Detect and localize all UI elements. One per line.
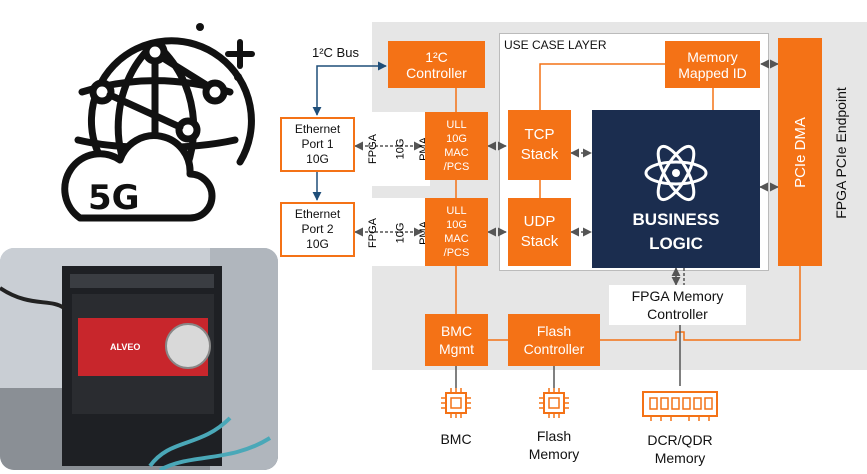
flash-controller: Flash Controller bbox=[508, 314, 600, 366]
mac-1-line1: ULL bbox=[446, 119, 467, 131]
ethernet-port-2: Ethernet Port 2 10G bbox=[280, 202, 355, 257]
mac-2-line4: /PCS bbox=[443, 247, 470, 259]
flash-controller-line2: Controller bbox=[523, 341, 585, 357]
fpga-memory-controller-line1: FPGA Memory bbox=[631, 288, 724, 304]
flash-memory-line1: Flash bbox=[536, 428, 572, 444]
dcr-qdr-memory-line2: Memory bbox=[654, 450, 706, 466]
i2c-bus-label: 1²C Bus bbox=[312, 45, 359, 60]
pma-1-fpga: FPGA bbox=[366, 134, 379, 164]
udp-stack: UDP Stack bbox=[508, 198, 571, 266]
flash-memory-line2: Memory bbox=[528, 446, 580, 462]
i2c-controller-line1: 1²C bbox=[425, 48, 448, 65]
flash-chip-icon bbox=[539, 388, 569, 418]
atom-icon bbox=[644, 144, 708, 202]
ethernet-port-2-line1: Ethernet bbox=[294, 207, 341, 221]
bmc-chip-icon bbox=[441, 388, 471, 418]
bmc-mgmt: BMC Mgmt bbox=[425, 314, 488, 366]
tcp-stack-line2: Stack bbox=[520, 146, 559, 163]
fpga-pcie-endpoint: FPGA PCIe Endpoint bbox=[826, 40, 856, 266]
bmc-mgmt-line2: Mgmt bbox=[439, 341, 474, 357]
mac-1-line4: /PCS bbox=[443, 161, 470, 173]
dcr-qdr-memory-label: DCR/QDR Memory bbox=[630, 431, 730, 467]
pma-1-10g: 10G bbox=[394, 138, 407, 160]
mac-1-line3: MAC bbox=[444, 147, 469, 159]
pcie-dma: PCIe DMA bbox=[778, 38, 822, 266]
ethernet-port-1: Ethernet Port 1 10G bbox=[280, 117, 355, 172]
use-case-layer-label: USE CASE LAYER bbox=[504, 38, 607, 52]
bmc-mgmt-line1: BMC bbox=[440, 323, 473, 339]
ethernet-port-2-line3: 10G bbox=[306, 237, 329, 251]
fpga-pcie-endpoint-label: FPGA PCIe Endpoint bbox=[833, 87, 849, 219]
i2c-controller-line2: Controller bbox=[406, 64, 467, 81]
pma-label-1: FPGA 10G PMA bbox=[367, 124, 431, 174]
pma-label-2: FPGA 10G PMA bbox=[367, 208, 431, 258]
business-logic-line1: BUSINESS bbox=[632, 210, 720, 229]
fpga-memory-controller: FPGA Memory Controller bbox=[609, 285, 746, 325]
pma-2-10g: 10G bbox=[394, 222, 407, 244]
business-logic bbox=[592, 110, 760, 268]
business-logic-text: BUSINESS LOGIC bbox=[592, 208, 760, 256]
ram-module-icon bbox=[642, 391, 718, 421]
dcr-qdr-memory-line1: DCR/QDR bbox=[647, 432, 713, 448]
udp-stack-line2: Stack bbox=[520, 233, 559, 250]
udp-stack-line1: UDP bbox=[523, 213, 556, 230]
flash-memory-label: Flash Memory bbox=[519, 427, 589, 463]
ethernet-port-2-line2: Port 2 bbox=[301, 222, 334, 236]
mac-1-line2: 10G bbox=[446, 133, 467, 145]
ethernet-port-1-line3: 10G bbox=[306, 152, 329, 166]
memory-mapped-id: Memory Mapped ID bbox=[665, 41, 760, 88]
bmc-label: BMC bbox=[440, 431, 472, 447]
memory-mapped-id-line1: Memory bbox=[687, 48, 738, 65]
5g-badge-text: 5G bbox=[88, 178, 140, 218]
mac-2-line2: 10G bbox=[446, 219, 467, 231]
i2c-controller: 1²C Controller bbox=[388, 41, 485, 88]
fpga-memory-controller-line2: Controller bbox=[647, 306, 708, 322]
server-photo: ALVEO bbox=[0, 248, 278, 470]
ethernet-port-1-line1: Ethernet bbox=[294, 122, 341, 136]
tcp-stack: TCP Stack bbox=[508, 110, 571, 180]
tcp-stack-line1: TCP bbox=[524, 126, 555, 143]
pma-2-fpga: FPGA bbox=[366, 218, 379, 248]
pcie-dma-label: PCIe DMA bbox=[791, 116, 809, 188]
mac-2-line1: ULL bbox=[446, 205, 467, 217]
business-logic-line2: LOGIC bbox=[649, 234, 703, 253]
ethernet-port-1-line2: Port 1 bbox=[301, 137, 334, 151]
ull-mac-pcs-1: ULL 10G MAC /PCS bbox=[425, 112, 488, 180]
ull-mac-pcs-2: ULL 10G MAC /PCS bbox=[425, 198, 488, 266]
flash-controller-line1: Flash bbox=[536, 323, 572, 339]
mac-2-line3: MAC bbox=[444, 233, 469, 245]
memory-mapped-id-line2: Mapped ID bbox=[678, 64, 747, 81]
card-brand: ALVEO bbox=[110, 342, 141, 352]
5g-globe-icon bbox=[61, 23, 255, 222]
